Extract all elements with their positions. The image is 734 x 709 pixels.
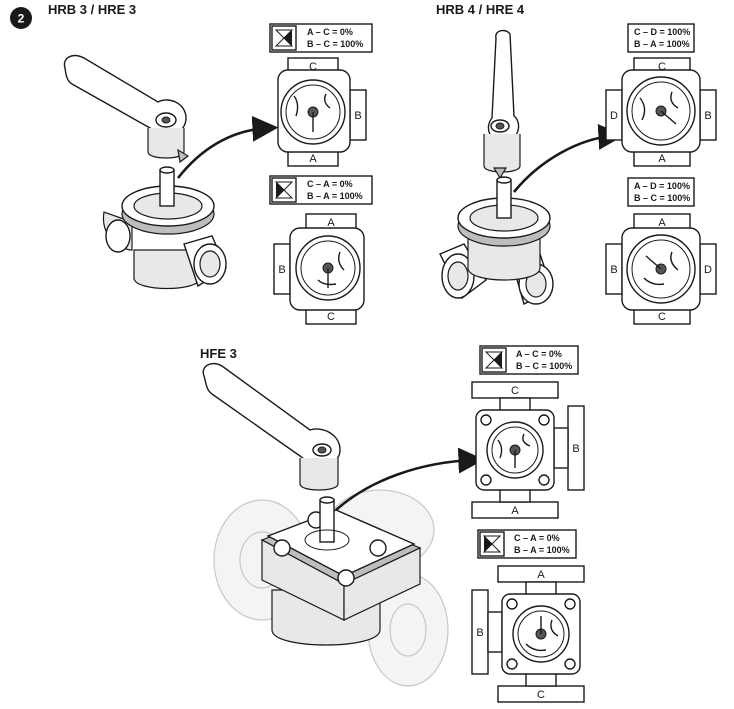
hrb4-bottom-position: A – D = 100% B – C = 100% A B D C — [605, 177, 717, 325]
port-label-b: B — [704, 110, 711, 122]
hfe3-top-arrow — [335, 447, 485, 511]
hrb4-top-line2: B – A = 100% — [634, 39, 690, 49]
port-label-d: D — [610, 110, 618, 122]
port-label-c: C — [658, 311, 666, 323]
hrb4-top-position: C – D = 100% B – A = 100% C D B A — [605, 23, 717, 167]
hfe3-lever-handle — [202, 362, 341, 491]
port-label-a: A — [537, 569, 545, 581]
hrb3-bottom-position: C – A = 0% B – A = 100% A B C — [269, 175, 373, 325]
hrb4-bottom-label-box — [627, 177, 695, 207]
port-label-b: B — [610, 264, 617, 276]
port-label-d: D — [704, 264, 712, 276]
hrb4-lever-handle — [483, 29, 521, 180]
port-label-c: C — [309, 61, 317, 73]
hrb4-top-label-box — [627, 23, 695, 53]
step-badge: 2 — [10, 7, 32, 29]
hfe3-top-position: A – C = 0% B – C = 100% C B A — [471, 345, 585, 519]
hrb3-top-line2: B – C = 100% — [307, 39, 363, 49]
section-title-hrb4: HRB 4 / HRE 4 — [436, 2, 525, 17]
hrb3-bottom-line2: B – A = 100% — [307, 191, 363, 201]
port-label-c: C — [511, 385, 519, 397]
port-label-a: A — [327, 217, 335, 229]
hrb3-valve-body — [102, 166, 227, 290]
hfe3-bottom-line1: C – A = 0% — [514, 533, 560, 543]
port-label-b: B — [278, 264, 285, 276]
hfe3-bottom-line2: B – A = 100% — [514, 545, 570, 555]
hfe3-top-line1: A – C = 0% — [516, 349, 562, 359]
port-label-c: C — [537, 689, 545, 701]
hrb3-lever-handle — [63, 54, 190, 164]
port-label-a: A — [658, 153, 666, 165]
hrb4-bottom-line1: A – D = 100% — [634, 181, 690, 191]
port-label-b: B — [476, 627, 483, 639]
section-title-hrb3: HRB 3 / HRE 3 — [48, 2, 136, 17]
port-label-a: A — [658, 217, 666, 229]
hrb4-top-line1: C – D = 100% — [634, 27, 690, 37]
port-label-a: A — [309, 153, 317, 165]
hrb4-bottom-line2: B – C = 100% — [634, 193, 690, 203]
hrb4-top-arrow — [512, 123, 625, 193]
hrb3-top-line1: A – C = 0% — [307, 27, 353, 37]
section-title-hfe3: HFE 3 — [200, 346, 237, 361]
hrb4-valve-body — [439, 176, 554, 306]
port-label-b: B — [354, 110, 361, 122]
hrb3-top-arrow — [176, 115, 279, 179]
hrb3-bottom-line1: C – A = 0% — [307, 179, 353, 189]
hfe3-valve-body — [213, 489, 449, 687]
port-label-a: A — [511, 505, 519, 517]
hrb3-top-position: A – C = 0% B – C = 100% C B A — [269, 23, 373, 167]
port-label-b: B — [572, 443, 579, 455]
hfe3-bottom-position: C – A = 0% B – A = 100% A B C — [471, 529, 585, 703]
step-badge-number: 2 — [18, 12, 25, 26]
port-label-c: C — [658, 61, 666, 73]
hfe3-top-line2: B – C = 100% — [516, 361, 572, 371]
port-label-c: C — [327, 311, 335, 323]
